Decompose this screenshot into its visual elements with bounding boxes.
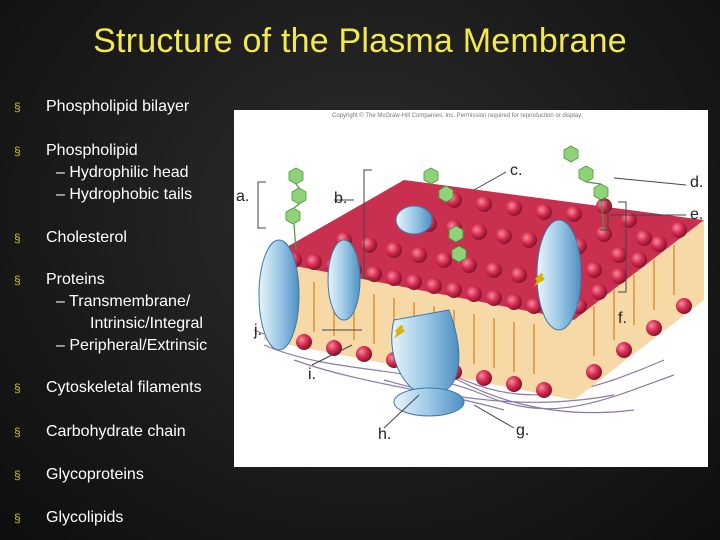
- peripheral-protein: [393, 387, 465, 417]
- sub-bullet-intrinsic-integral: Intrinsic/Integral: [90, 315, 203, 332]
- hydrophilic-head-surface: [264, 180, 704, 320]
- label-a: a.: [236, 188, 250, 205]
- copyright-notice: Copyright © The McGraw-Hill Companies, I…: [332, 113, 583, 119]
- label-b: b.: [334, 190, 348, 207]
- label-j: j.: [254, 322, 262, 339]
- sub-bullet-transmembrane: – Transmembrane/: [56, 293, 191, 310]
- bullet-marker: §: [14, 381, 21, 395]
- bullet-label: Glycolipids: [46, 509, 124, 526]
- bullet-marker: §: [14, 144, 21, 158]
- bullet-marker: §: [14, 273, 21, 287]
- bullet-label: Cholesterol: [46, 229, 127, 246]
- bullet-label: Cytoskeletal filaments: [46, 379, 202, 396]
- label-h: h.: [378, 426, 392, 443]
- label-d: d.: [690, 174, 704, 191]
- sub-bullet-hydrophilic-head: – Hydrophilic head: [56, 164, 189, 181]
- plasma-membrane-diagram: Copyright © The McGraw-Hill Companies, I…: [234, 110, 708, 467]
- bullet-marker: §: [14, 511, 21, 525]
- transmembrane-proteins: [258, 205, 582, 396]
- sub-bullet-hydrophobic-tails: – Hydrophobic tails: [56, 186, 193, 203]
- glycolipid-stems: [293, 181, 605, 251]
- cholesterol: [394, 272, 545, 339]
- slide-title: Structure of the Plasma Membrane: [93, 22, 627, 60]
- bullet-marker: §: [14, 468, 21, 482]
- bullet-marker: §: [14, 425, 21, 439]
- bullet-label: Phospholipid bilayer: [46, 98, 190, 115]
- membrane-illustration: [253, 145, 704, 429]
- phospholipid-heads: [286, 192, 687, 318]
- label-i: i.: [308, 366, 316, 383]
- carbohydrate-chains: [285, 145, 609, 263]
- label-g: g.: [516, 422, 530, 439]
- bullet-label: Proteins: [46, 271, 105, 288]
- sub-bullet-peripheral-extrinsic: – Peripheral/Extrinsic: [56, 337, 208, 354]
- bullet-label: Glycoproteins: [46, 466, 144, 483]
- bullet-marker: §: [14, 231, 21, 245]
- bullet-label: Carbohydrate chain: [46, 423, 186, 440]
- leader-lines: [257, 169, 687, 429]
- bullet-marker: §: [14, 100, 21, 114]
- bullet-label: Phospholipid: [46, 142, 138, 159]
- label-e: e.: [690, 206, 704, 223]
- label-c: c.: [510, 162, 523, 179]
- label-f: f.: [618, 310, 627, 327]
